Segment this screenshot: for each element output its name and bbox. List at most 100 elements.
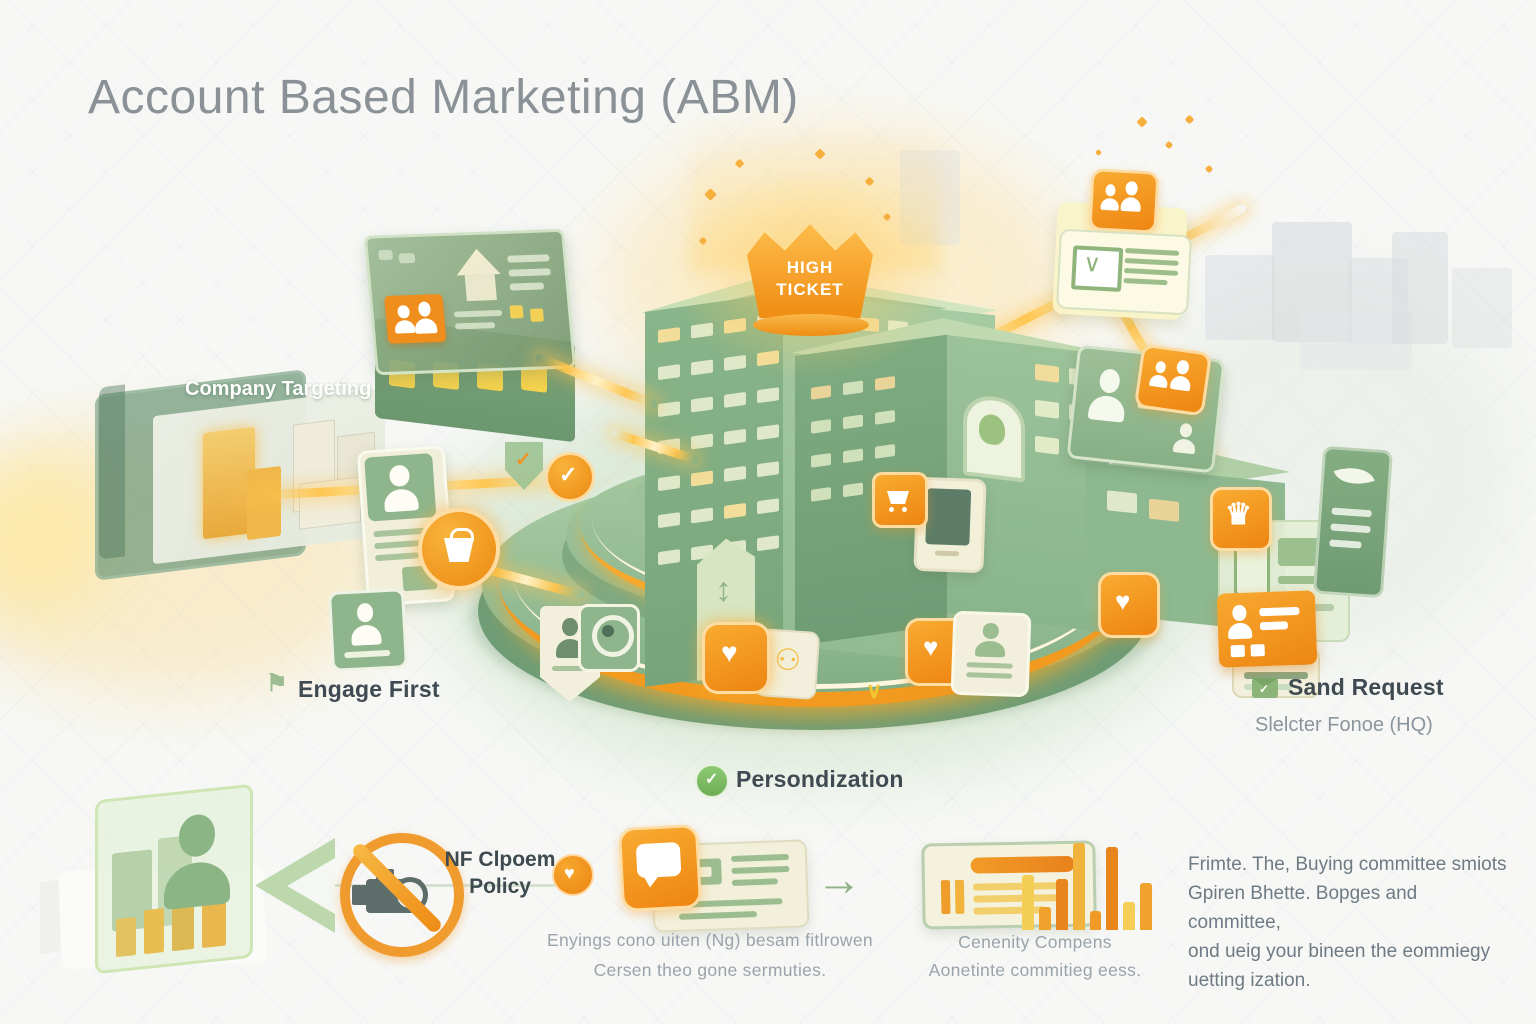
window (811, 452, 831, 468)
text-line (1329, 539, 1362, 549)
text-line (731, 878, 778, 886)
window (691, 396, 713, 413)
window (757, 461, 779, 478)
basket-shape (444, 538, 474, 562)
person-figure-icon (1100, 184, 1120, 211)
envelope-check-icon: ∨ (1071, 245, 1124, 292)
figure-part (982, 622, 1000, 639)
figure-part (1227, 622, 1253, 640)
figure-part (556, 638, 584, 658)
ring-card-chat (578, 604, 640, 672)
envelope-icon: ✓ (1252, 678, 1278, 698)
cart-shape (887, 491, 909, 504)
billboard-screen (363, 228, 577, 376)
screen-light (509, 305, 524, 319)
window (724, 465, 746, 482)
window (757, 424, 779, 441)
speech-bubble-icon (635, 841, 682, 879)
figure-part (383, 488, 419, 513)
check-mark: ✓ (559, 462, 578, 487)
bar (954, 879, 965, 914)
paragraph-line: uetting ization. (1188, 970, 1311, 991)
text-line (730, 853, 790, 862)
bar (1022, 875, 1034, 930)
screen-dot (398, 252, 416, 264)
figure-part (1125, 181, 1138, 196)
bar (1140, 883, 1152, 930)
check-mark: ✓ (705, 771, 719, 788)
person-avatar-icon (1087, 367, 1129, 423)
house-icon-body (464, 274, 497, 302)
envelope-card: ∨ (1055, 228, 1193, 316)
no-camera-icon (340, 833, 464, 957)
screen-light (529, 308, 544, 322)
figure-part (1169, 374, 1192, 392)
window (1035, 363, 1059, 383)
window (658, 549, 680, 566)
window (811, 384, 831, 400)
text-line (507, 254, 550, 263)
figure-part (1100, 197, 1120, 211)
bar (1055, 879, 1068, 930)
window (1149, 498, 1179, 522)
screen-dot (378, 249, 394, 261)
window (724, 502, 746, 519)
insight-card (95, 783, 253, 975)
person-avatar-icon (350, 602, 382, 646)
crown-base (753, 314, 869, 336)
check-mark: ✓ (1259, 682, 1270, 696)
frame-edge (99, 384, 125, 560)
window (875, 443, 895, 459)
arrow-right-icon: → (816, 853, 862, 905)
mini-building-gold-small (247, 465, 281, 541)
paragraph-line: ond ueig your bineen the eommiegy (1188, 941, 1491, 962)
figure-part (1148, 373, 1169, 389)
person-avatar-icon (556, 618, 584, 658)
policy-label-line2: Policy (469, 875, 531, 898)
high-ticket-badge: HIGH TICKET (747, 224, 873, 318)
policy-label-line1: NF Clpoem (444, 848, 556, 871)
bar (1072, 843, 1085, 930)
person-figure-icon (1169, 359, 1194, 392)
house-icon (454, 248, 501, 276)
window (843, 414, 863, 430)
tablet-screen (925, 488, 972, 546)
left-targeting-box (95, 369, 395, 581)
cart-wheel (889, 507, 894, 512)
mini-bar-chart (1022, 832, 1152, 930)
person-card-small (327, 588, 409, 672)
figure-part (1098, 368, 1121, 394)
window (843, 482, 863, 498)
crown-glyph: ♛ (1225, 498, 1252, 531)
chat-circle-icon (592, 615, 634, 657)
text-line (1330, 523, 1371, 534)
heart-glyph: ♥ (1115, 586, 1131, 616)
figure-part (1232, 604, 1247, 621)
window (757, 535, 779, 552)
heart-glyph: ♥ (564, 863, 575, 883)
high-ticket-label-1: HIGH (786, 258, 834, 277)
basket-circle-icon (418, 508, 500, 590)
window (691, 433, 713, 450)
figure-part (1120, 196, 1142, 212)
window (691, 359, 713, 376)
heart-pin-icon: ♥ (552, 854, 594, 896)
text-line (1123, 268, 1179, 276)
text-line (374, 552, 420, 562)
city-block (1392, 232, 1448, 344)
people-tile-icon (384, 293, 447, 344)
window (1107, 490, 1137, 514)
figure-part (1087, 394, 1127, 423)
window (757, 387, 779, 404)
bar (144, 908, 164, 955)
text-line (344, 649, 391, 659)
heart-glyph: ♥ (923, 632, 939, 662)
check-circle-icon: ✓ (545, 452, 595, 502)
window (658, 327, 680, 344)
person-figure-icon (1227, 604, 1253, 640)
mini-building (299, 476, 361, 530)
summary-paragraph: Frimte. The, Buying committee smiots Gpi… (1188, 850, 1508, 995)
paragraph-line: Gpiren Bhette. Bopges and committee, (1188, 883, 1418, 933)
avatar-tile (364, 453, 437, 522)
send-request-sublabel: Slelcter Fonoe (HQ) (1255, 714, 1433, 736)
